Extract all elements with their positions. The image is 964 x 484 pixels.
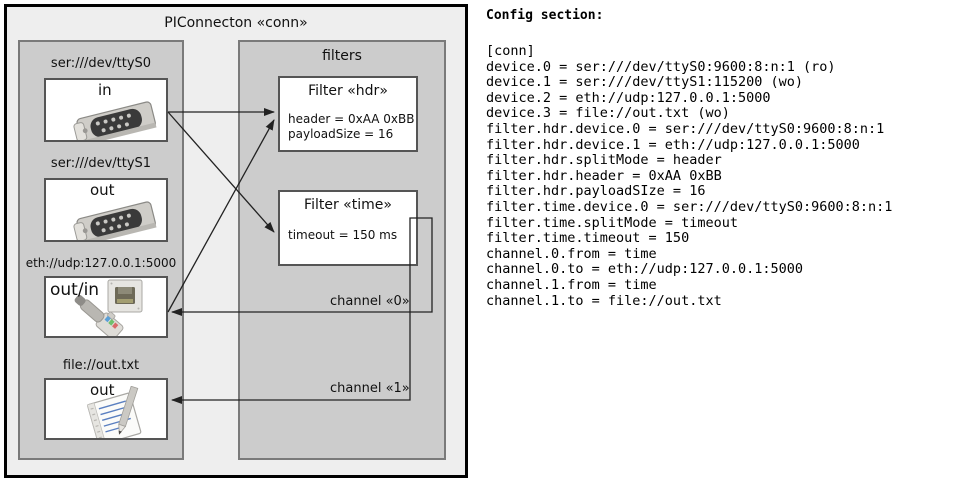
frame-title: PIConnecton «conn»: [164, 15, 308, 31]
config-line: filter.hdr.device.1 = eth://udp:127.0.0.…: [486, 136, 860, 153]
ethernet-jack-icon: [74, 279, 143, 336]
filter-box-time[interactable]: Filter «time» timeout = 150 ms: [278, 190, 418, 266]
device-label-ttys0: ser:///dev/ttyS0: [50, 56, 152, 71]
filter-title-time: Filter «time»: [304, 197, 392, 213]
filters-panel-title: filters: [322, 48, 362, 64]
config-section: Config section: [conn]device.0 = ser:///…: [482, 0, 964, 484]
config-line: filter.time.splitMode = timeout: [486, 214, 738, 231]
config-line: device.2 = eth://udp:127.0.0.1:5000: [486, 89, 771, 106]
device-label-eth: eth://udp:127.0.0.1:5000: [25, 256, 177, 270]
filter-prop-payloadsize: payloadSize = 16: [288, 127, 394, 141]
device-box-eth[interactable]: out/in: [44, 276, 168, 338]
device-label-ttys1: ser:///dev/ttyS1: [50, 156, 152, 171]
text-file-icon: [86, 386, 142, 438]
serial-port-icon: [73, 101, 157, 140]
channel-label-0: channel «0»: [330, 294, 410, 309]
config-line: channel.0.from = time: [486, 245, 657, 262]
device-box-ttys1[interactable]: out: [44, 178, 168, 242]
config-line: filter.hdr.payloadSIze = 16: [486, 183, 706, 200]
config-line: device.3 = file://out.txt (wo): [486, 105, 730, 122]
config-line: device.0 = ser:///dev/ttyS0:9600:8:n:1 (…: [486, 58, 836, 75]
device-direction-outin: out/in: [50, 280, 100, 300]
serial-port-icon: [73, 201, 157, 240]
filter-prop-timeout: timeout = 150 ms: [288, 228, 398, 242]
config-heading: Config section:: [486, 8, 604, 23]
config-line: filter.time.device.0 = ser:///dev/ttyS0:…: [486, 198, 893, 215]
config-line: filter.time.timeout = 150: [486, 230, 690, 247]
config-line: channel.1.from = time: [486, 276, 657, 293]
config-line: channel.0.to = eth://udp:127.0.0.1:5000: [486, 261, 803, 278]
device-label-file: file://out.txt: [62, 358, 140, 373]
device-direction-in: in: [98, 81, 112, 99]
filter-box-hdr[interactable]: Filter «hdr» header = 0xAA 0xBB payloadS…: [278, 76, 418, 152]
config-line: filter.hdr.header = 0xAA 0xBB: [486, 167, 722, 184]
config-line: channel.1.to = file://out.txt: [486, 292, 722, 309]
filter-title-hdr: Filter «hdr»: [308, 83, 388, 99]
channel-label-1: channel «1»: [330, 381, 410, 396]
architecture-diagram: PIConnecton «conn» ser:///dev/ttyS0 in: [0, 0, 472, 484]
device-box-file[interactable]: out: [44, 378, 168, 440]
device-direction-out: out: [90, 181, 115, 199]
config-line: filter.hdr.device.0 = ser:///dev/ttyS0:9…: [486, 120, 885, 137]
device-box-ttys0[interactable]: in: [44, 78, 168, 142]
config-line: [conn]: [486, 43, 535, 59]
filter-prop-header: header = 0xAA 0xBB: [288, 112, 415, 126]
config-line: filter.hdr.splitMode = header: [486, 152, 722, 169]
config-lines: [conn]device.0 = ser:///dev/ttyS0:9600:8…: [486, 43, 893, 309]
config-line: device.1 = ser:///dev/ttyS1:115200 (wo): [486, 74, 803, 91]
device-direction-out: out: [90, 381, 115, 399]
